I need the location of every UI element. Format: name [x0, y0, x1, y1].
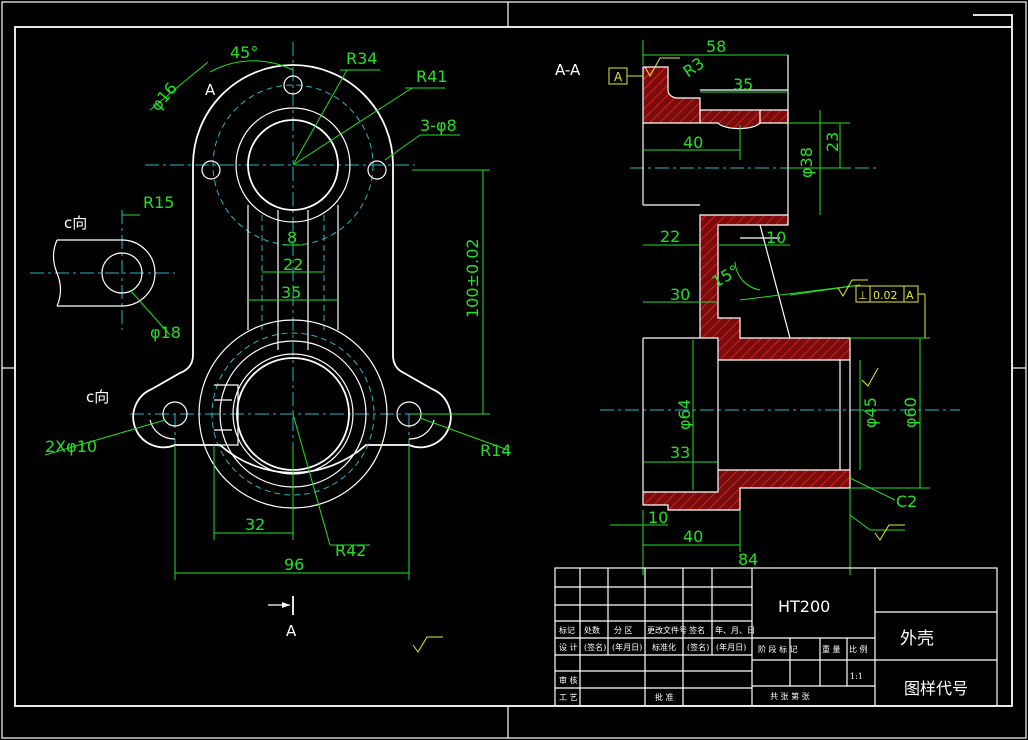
top-boss-outer — [235, 107, 351, 223]
dim-8: 8 — [287, 228, 297, 247]
tb-sign: 签名 — [689, 625, 705, 635]
dim-40a: 40 — [683, 133, 703, 152]
dim-22: 22 — [283, 255, 303, 274]
dim-r41: R41 — [416, 67, 447, 86]
part-name: 外壳 — [900, 629, 934, 649]
dim-phi60: φ60 — [901, 397, 920, 428]
top-bore — [247, 119, 339, 211]
tb-sheets: 共 张 第 张 — [770, 691, 810, 701]
tb-std: 标准化 — [652, 642, 676, 652]
dim-10b: 10 — [648, 508, 668, 527]
tb-ratio: 比 例 — [849, 644, 868, 654]
dim-58: 58 — [706, 37, 726, 56]
hatch-bottom — [642, 469, 851, 511]
roughness-symbols — [412, 57, 905, 653]
tb-std-sign: (签名) — [687, 642, 709, 652]
dim-40b: 40 — [683, 527, 703, 546]
dim-3phi8: 3-φ8 — [420, 116, 457, 135]
hatch-middle — [699, 214, 851, 361]
dim-r14: R14 — [480, 441, 511, 460]
material-label: HT200 — [778, 597, 830, 616]
scale-value: 1:1 — [850, 672, 863, 681]
hatch-top — [642, 66, 789, 130]
tb-craft: 工 艺 — [559, 693, 578, 702]
dim-32: 32 — [245, 515, 265, 534]
dim-35: 35 — [281, 283, 301, 302]
dim-22-section: 22 — [660, 227, 680, 246]
dim-phi18: φ18 — [150, 323, 181, 342]
tb-approve: 批 准 — [655, 692, 674, 702]
front-view — [30, 42, 455, 615]
c-view-label-2: c向 — [86, 388, 109, 406]
dim-r42: R42 — [335, 541, 366, 560]
dim-c2: C2 — [896, 492, 917, 511]
tb-docno: 更改文件号 — [647, 625, 687, 635]
section-view — [600, 55, 960, 511]
c-view-detail — [30, 210, 175, 330]
tb-design: 设 计 — [559, 642, 578, 652]
svg-text:⊥: ⊥ — [858, 289, 868, 302]
dim-r3: R3 — [679, 53, 707, 81]
tb-std-date: (年月日) — [716, 642, 746, 652]
tb-check: 审 核 — [559, 675, 578, 685]
tolerance-value: 0.02 — [873, 289, 898, 302]
section-title: A-A — [555, 61, 581, 79]
dim-phi45: φ45 — [861, 397, 880, 428]
tb-design-sign: (签名) — [584, 642, 606, 652]
dim-phi38: φ38 — [797, 147, 816, 178]
dim-r34: R34 — [346, 49, 377, 68]
dim-2xphi10: 2Xφ10 — [45, 437, 97, 456]
tb-count: 处数 — [584, 625, 600, 635]
dim-33: 33 — [670, 443, 690, 462]
tb-mark: 标记 — [559, 625, 575, 635]
tb-design-date: (年月日) — [612, 642, 642, 652]
dim-30: 30 — [670, 285, 690, 304]
dim-96: 96 — [284, 555, 304, 574]
datum-a-left: A — [614, 70, 623, 84]
drawing-code: 图样代号 — [904, 679, 968, 698]
front-dimensions — [44, 60, 509, 580]
bolt-hole-left — [201, 160, 221, 180]
outer-contour — [132, 64, 452, 474]
dim-r15: R15 — [143, 193, 174, 212]
dim-84: 84 — [738, 550, 758, 569]
datum-frames: ⊥ — [608, 67, 926, 338]
dim-45deg: 45° — [230, 43, 258, 62]
dim-phi64: φ64 — [675, 399, 694, 430]
dim-23: 23 — [823, 132, 842, 152]
dim-35-section: 35 — [733, 75, 753, 94]
lug-hole-left — [162, 401, 188, 427]
tb-zone: 分 区 — [614, 626, 633, 635]
bolt-hole-top — [283, 75, 303, 95]
section-mark-a: A — [205, 81, 216, 99]
c-view-label-1: c向 — [64, 214, 87, 232]
view-arrow-label: A — [286, 622, 297, 640]
dim-100: 100±0.02 — [463, 238, 482, 318]
tb-weight: 重 量 — [822, 644, 841, 654]
tb-stage: 阶 段 标 记 — [758, 644, 798, 654]
tolerance-datum: A — [906, 289, 914, 302]
tb-date: 年、月、日 — [715, 625, 755, 635]
title-block — [554, 567, 998, 707]
bolt-hole-right — [367, 160, 387, 180]
dim-10a: 10 — [766, 228, 786, 247]
